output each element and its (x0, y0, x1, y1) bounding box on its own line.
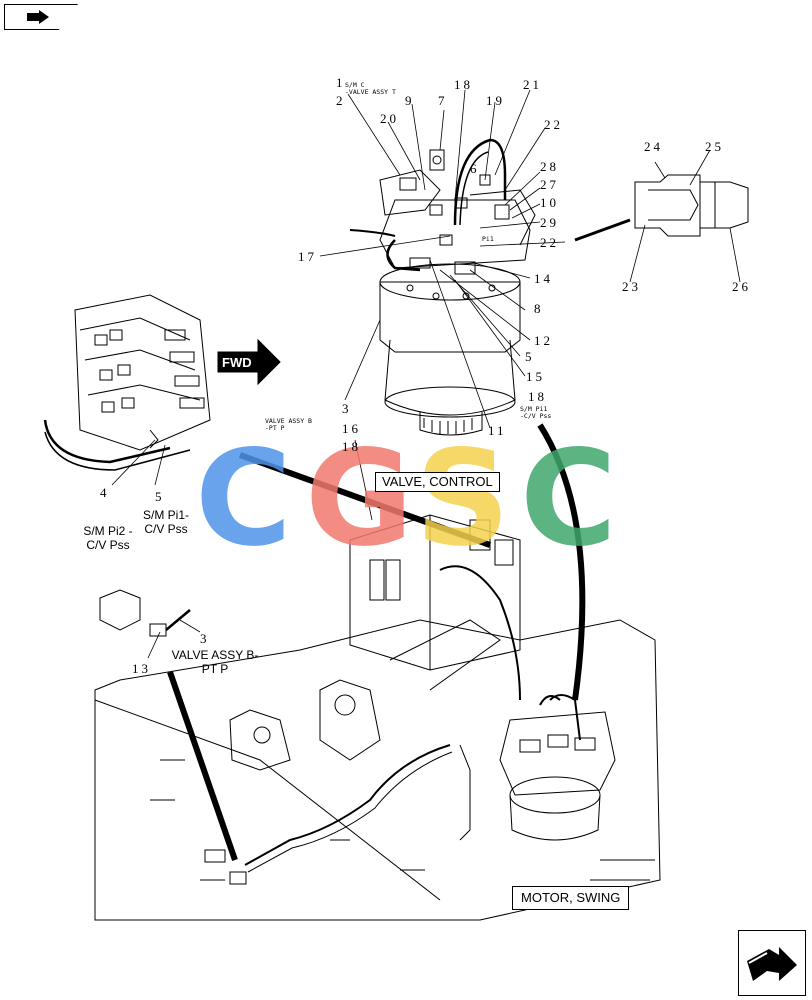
callout-18-mid: 18 (342, 439, 361, 454)
callout-18-top: 18 (454, 77, 473, 92)
back-arrow-icon (27, 10, 49, 24)
sm-pi2-line2: C/V Pss (86, 538, 130, 552)
next-page-button[interactable] (738, 930, 806, 996)
callout-5-top: 5 (525, 349, 535, 364)
watermark-letter-c-2: C (520, 422, 617, 576)
sm-c-valve-assy-t-note: S/M C -VALVE ASSY T (345, 82, 396, 96)
watermark-letter-s: S (415, 422, 511, 576)
callout-16: 16 (342, 421, 361, 436)
callout-24: 24 (644, 139, 663, 154)
valve-assy-b-line2: -PT P (265, 424, 285, 432)
callout-27: 27 (540, 177, 559, 192)
callout-15: 15 (526, 369, 545, 384)
callout-19: 19 (486, 93, 505, 108)
callout-3-left: 3 (200, 631, 210, 646)
valve-assy-b-pt-p-line2: PT P (201, 662, 229, 676)
sm-pi1-cv-line1: S/M Pi1 (520, 405, 548, 413)
callout-9: 9 (405, 93, 415, 108)
valve-assy-b-line1: VALVE ASSY B (265, 417, 312, 425)
callout-12: 12 (534, 333, 553, 348)
valve-assy-b-pt-p-line1: VALVE ASSY B- (171, 648, 259, 662)
callout-25: 25 (705, 139, 724, 154)
sm-pi2-label: S/M Pi2 - C/V Pss (80, 524, 136, 552)
watermark-letter-c: C (195, 422, 292, 576)
control-valve-left-view (43, 294, 211, 471)
callout-3-top: 3 (342, 401, 352, 416)
valve-assy-b-pt-p-label: VALVE ASSY B- PT P (170, 648, 260, 676)
callout-21: 21 (523, 77, 542, 92)
callout-26: 26 (732, 279, 751, 294)
valve-assy-b-pt-note: VALVE ASSY B -PT P (265, 418, 312, 432)
swing-motor-upper-view (349, 138, 536, 436)
callout-6: 6 (470, 161, 480, 176)
callout-4: 4 (100, 485, 110, 500)
callout-14: 14 (534, 271, 553, 286)
callout-leader-lines (111, 89, 741, 659)
callout-8: 8 (534, 301, 544, 316)
forward-arrow-icon (747, 947, 797, 981)
machine-frame-lower-view (94, 514, 661, 921)
callout-13: 13 (132, 661, 151, 676)
callout-7: 7 (438, 93, 448, 108)
fwd-label: FWD (222, 355, 252, 370)
callout-17: 17 (298, 249, 317, 264)
callout-2: 2 (336, 93, 346, 108)
sm-c-line1: S/M C (345, 81, 365, 89)
sm-c-line2: -VALVE ASSY T (345, 88, 396, 96)
callout-18-right: 18 (528, 389, 547, 404)
sm-pi1-cv-line2: -C/V Pss (520, 412, 552, 420)
valve-control-label: VALVE, CONTROL (375, 472, 500, 492)
cgsc-watermark: C G S C (195, 422, 617, 576)
callout-1: 1 (336, 75, 346, 90)
callout-11: 11 (488, 423, 507, 438)
pt-fitting-detail (99, 589, 191, 637)
callout-5-left: 5 (155, 489, 165, 504)
motor-swing-label: MOTOR, SWING (512, 886, 630, 910)
sm-pi1-line1: S/M Pi1- (142, 508, 189, 522)
callout-20: 20 (380, 111, 399, 126)
sm-pi1-label: S/M Pi1- C/V Pss (140, 508, 192, 536)
pi1-port-note: Pi1 (482, 235, 494, 243)
sm-pi1-cv-pss-note: S/M Pi1 -C/V Pss (520, 406, 551, 420)
forward-direction-arrow (217, 338, 281, 386)
sm-pi1-line2: C/V Pss (144, 522, 188, 536)
callout-22-top: 22 (544, 117, 563, 132)
fitting-detail (574, 174, 749, 242)
callout-28: 28 (540, 159, 559, 174)
callout-10: 10 (540, 195, 559, 210)
sm-pi2-line1: S/M Pi2 - (83, 524, 133, 538)
callout-23: 23 (622, 279, 641, 294)
callout-22-mid: 22 (540, 235, 559, 250)
watermark-letter-g: G (305, 422, 414, 576)
prev-page-button[interactable] (4, 4, 78, 30)
callout-29: 29 (540, 215, 559, 230)
